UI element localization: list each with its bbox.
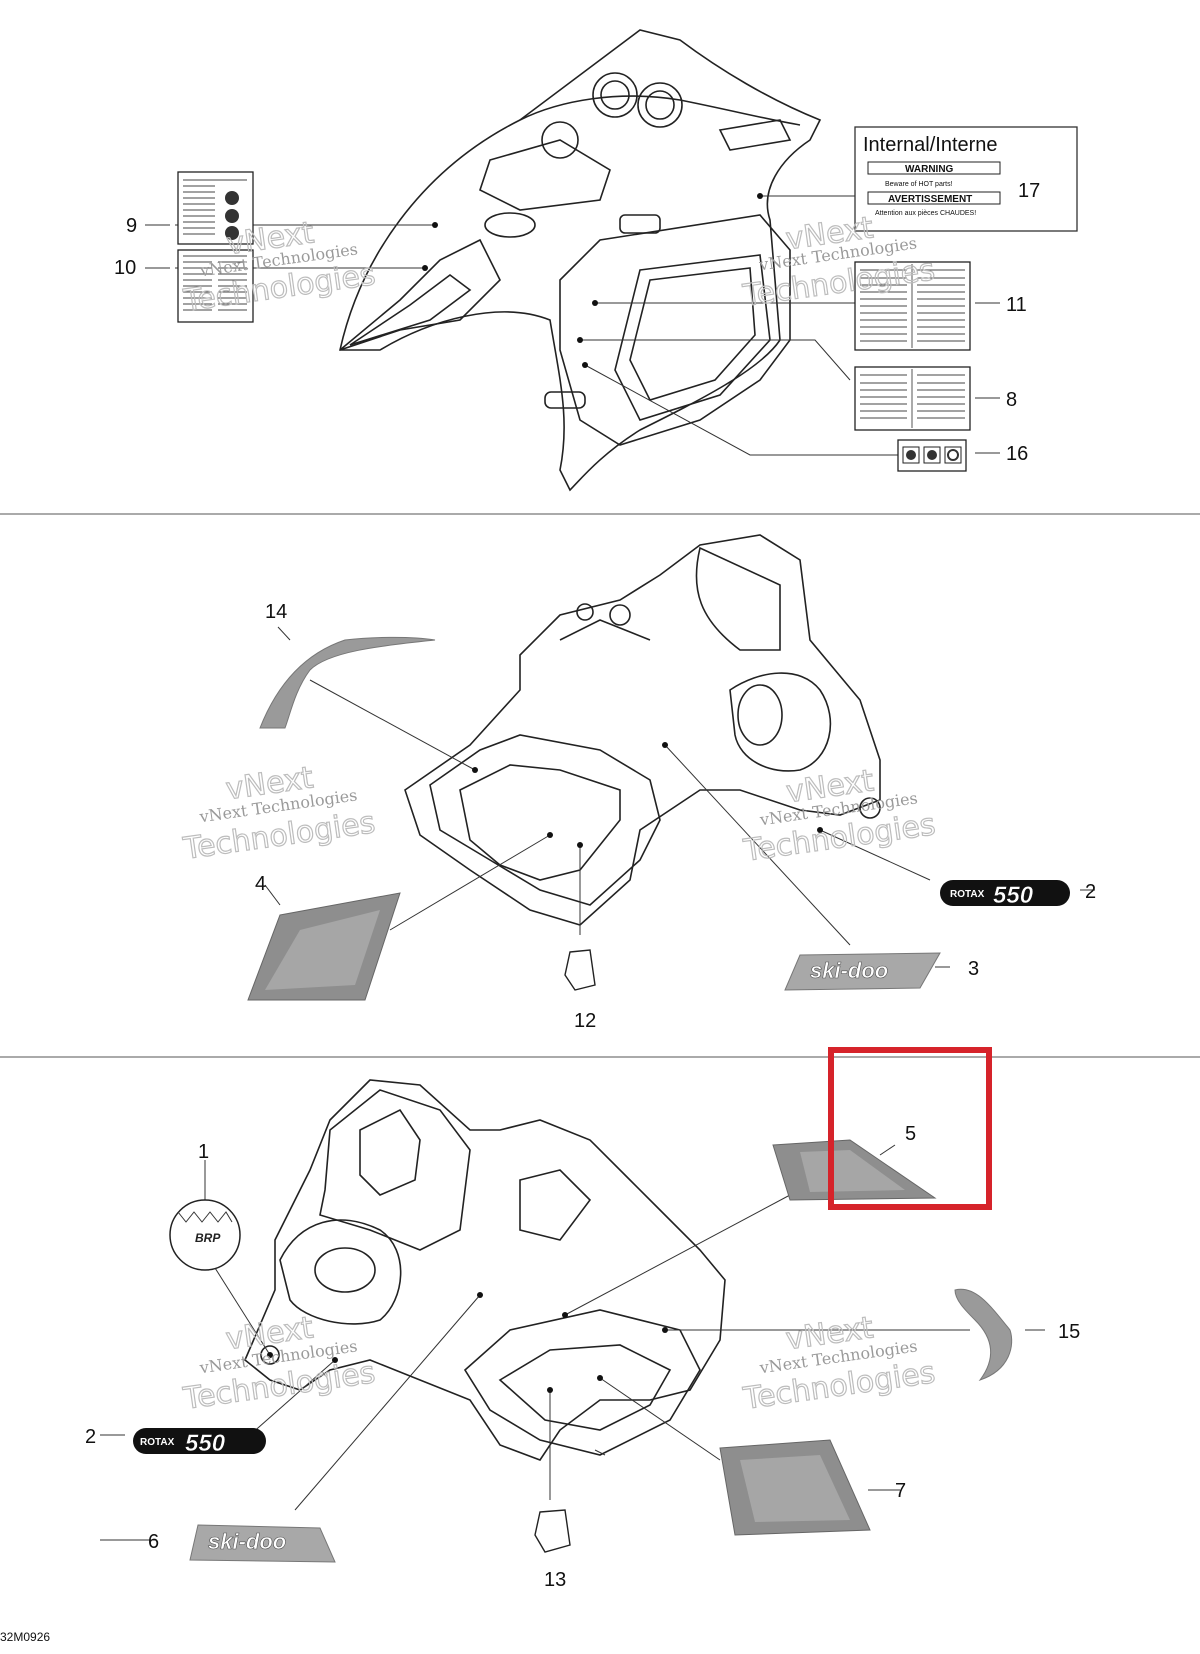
callout-10: 10 <box>114 257 136 279</box>
leader-dots-bottom <box>267 1292 668 1393</box>
skidoo-word-6: ski-doo <box>208 1529 286 1554</box>
callout-8: 8 <box>1006 389 1017 411</box>
decal-7 <box>719 1439 871 1536</box>
warning-sub: Beware of HOT parts! <box>885 181 953 188</box>
decal-5 <box>772 1139 937 1201</box>
decal-15 <box>954 1288 1013 1381</box>
diagram-code: 32M0926 <box>0 1630 51 1644</box>
callout-9: 9 <box>126 215 137 237</box>
rotax-num-mid: 550 <box>993 882 1034 909</box>
decal-brp-1: BRP <box>169 1199 241 1271</box>
decal-8 <box>854 366 971 431</box>
callout-6: 6 <box>148 1531 159 1553</box>
leader-lines-mid <box>264 626 1095 968</box>
decal-10 <box>177 249 254 323</box>
callout-3: 3 <box>968 958 979 980</box>
hood-front-view <box>244 1079 726 1461</box>
decal-4 <box>247 892 401 1001</box>
rotax-num-bottom: 550 <box>185 1430 226 1457</box>
avert-label: AVERTISSEMENT <box>888 194 972 205</box>
callout-13: 13 <box>544 1569 566 1591</box>
leader-dots-mid <box>472 742 823 848</box>
callout-11: 11 <box>1006 294 1027 316</box>
hood-top-view <box>339 29 822 492</box>
callout-5: 5 <box>905 1123 916 1145</box>
highlight-box <box>828 1047 992 1210</box>
leader-lines-bottom <box>100 1144 1045 1541</box>
decal-skidoo-6: ski-doo <box>189 1524 336 1563</box>
callout-16: 16 <box>1006 443 1028 465</box>
hood-rear-view <box>404 534 881 926</box>
decal-12 <box>564 949 596 991</box>
rotax-word-bottom: ROTAX <box>140 1437 175 1448</box>
callout-4: 4 <box>255 873 266 895</box>
decal-rotax-2-mid: ROTAX 550 <box>940 880 1070 909</box>
watermark-5: vNext vNext Technologies Technologies <box>180 1310 378 1418</box>
callout-2a: 2 <box>1085 881 1096 903</box>
skidoo-word-3: ski-doo <box>810 958 888 983</box>
decal-rotax-2-bottom: ROTAX 550 <box>133 1428 266 1457</box>
watermark-4: vNext vNext Technologies Technologies <box>740 763 938 870</box>
rotax-word-mid: ROTAX <box>950 889 985 900</box>
decal-14 <box>259 636 436 729</box>
callout-17: 17 <box>1018 180 1040 202</box>
brp-word: BRP <box>195 1231 221 1245</box>
callout-15: 15 <box>1058 1321 1080 1343</box>
callout-12: 12 <box>574 1010 596 1032</box>
decal-9 <box>177 171 254 245</box>
decal-16 <box>897 439 967 472</box>
callout-1: 1 <box>198 1141 209 1163</box>
callout-14: 14 <box>265 601 287 623</box>
leader-dots-top <box>422 193 763 368</box>
decal-skidoo-3: ski-doo <box>784 952 941 991</box>
internal-title: Internal/Interne <box>863 134 998 156</box>
callout-7: 7 <box>895 1480 906 1502</box>
watermark-3: vNext vNext Technologies Technologies <box>180 760 378 868</box>
avert-sub: Attention aux pièces CHAUDES! <box>875 210 976 217</box>
internal-box-17: Internal/Interne WARNING Beware of HOT p… <box>854 126 1078 232</box>
watermark-6: vNext vNext Technologies Technologies <box>740 1310 938 1418</box>
decal-11 <box>854 261 971 351</box>
decal-13 <box>534 1509 571 1553</box>
callout-2b: 2 <box>85 1426 96 1448</box>
warning-label: WARNING <box>905 164 954 175</box>
